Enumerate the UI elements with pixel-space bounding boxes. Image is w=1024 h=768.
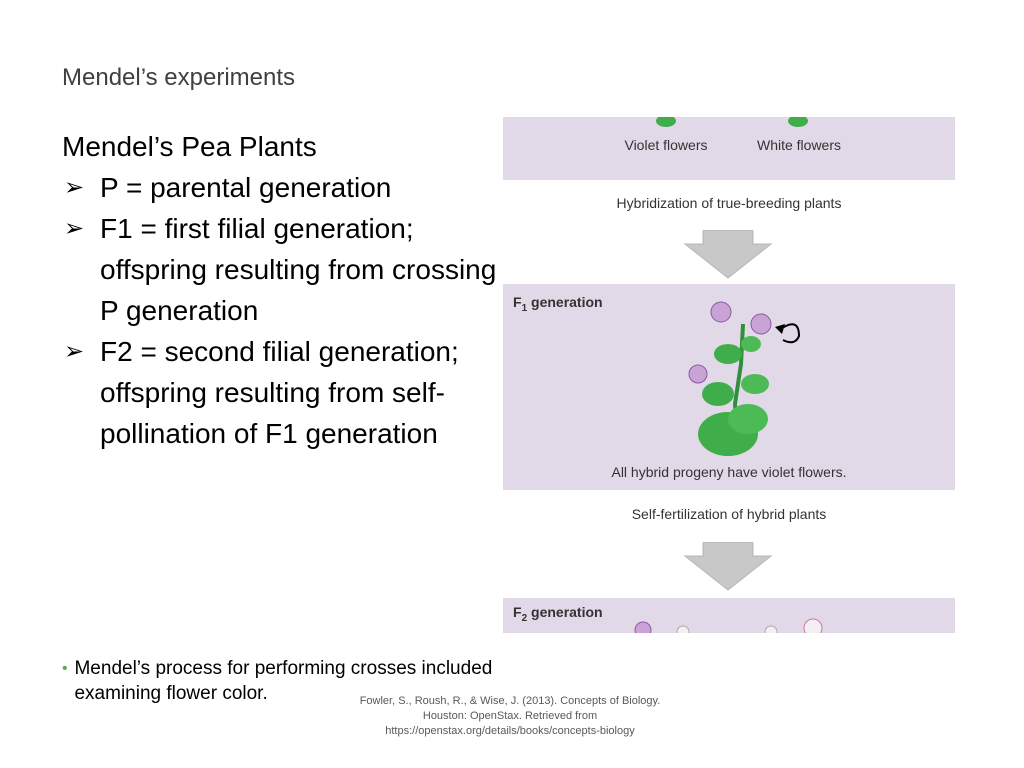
- dot-bullet-icon: •: [62, 660, 68, 677]
- footnote-bullet: • Mendel’s process for performing crosse…: [62, 656, 502, 706]
- arrow-bullet-icon: ➢: [64, 174, 85, 201]
- footnote-text: Mendel’s process for performing crosses …: [74, 658, 493, 704]
- f2-generation-label: F2 generation: [513, 604, 603, 624]
- bullet-item: ➢ P = parental generation: [62, 167, 502, 208]
- hybridization-label: Hybridization of true-breeding plants: [616, 195, 842, 211]
- bullet-text: F2 = second filial generation; offspring…: [100, 336, 459, 449]
- f1-band: F1 generation All hybrid progeny have vi…: [503, 284, 955, 490]
- self-fertilization-band: Self-fertilization of hybrid plants: [503, 490, 955, 598]
- f1-caption: All hybrid progeny have violet flowers.: [611, 464, 847, 480]
- f2-flowers-icon: [634, 618, 823, 633]
- bullet-item: ➢ F2 = second filial generation; offspri…: [62, 331, 502, 454]
- parent-plant-icons: [656, 117, 808, 127]
- down-arrow-icon: [683, 542, 773, 591]
- white-flowers-label: White flowers: [756, 137, 842, 153]
- f1-generation-label: F1 generation: [513, 294, 603, 314]
- down-arrow-icon: [683, 230, 773, 279]
- parental-band: Violet flowers White flowers: [503, 117, 955, 180]
- f2-band: F2 generation: [503, 598, 955, 633]
- self-fertilization-label: Self-fertilization of hybrid plants: [631, 506, 827, 522]
- hybrid-plant-icon: [688, 301, 801, 456]
- bullet-item: ➢ F1 = first filial generation; offsprin…: [62, 208, 502, 331]
- slide-title: Mendel’s experiments: [62, 64, 296, 91]
- arrow-bullet-icon: ➢: [64, 338, 85, 365]
- violet-flowers-label: Violet flowers: [624, 137, 708, 153]
- content-area: Mendel’s Pea Plants ➢ P = parental gener…: [62, 126, 502, 454]
- citation: Fowler, S., Roush, R., & Wise, J. (2013)…: [359, 695, 661, 737]
- bullet-text: P = parental generation: [100, 172, 392, 203]
- bullet-list: ➢ P = parental generation ➢ F1 = first f…: [62, 167, 502, 454]
- mendel-cross-figure: Violet flowers White flowers Hybridizati…: [503, 117, 955, 633]
- arrow-bullet-icon: ➢: [64, 215, 85, 242]
- bullet-text: F1 = first filial generation; offspring …: [100, 213, 497, 326]
- hybridization-band: Hybridization of true-breeding plants: [503, 180, 955, 284]
- content-heading: Mendel’s Pea Plants: [62, 131, 317, 162]
